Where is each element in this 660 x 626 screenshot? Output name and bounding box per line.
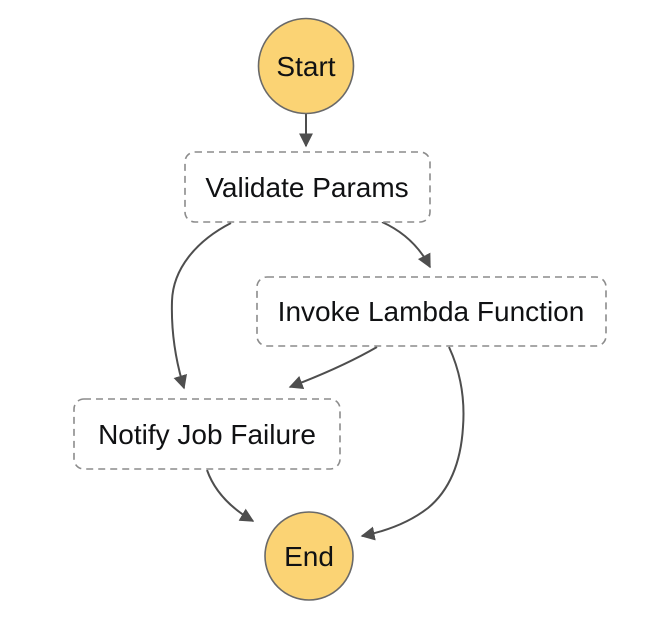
notify-job-failure-node-shape [73, 398, 341, 470]
edge-notify-job-failure-to-end [206, 469, 255, 522]
edge-validate-params-to-notify-job-failure [170, 222, 232, 390]
edge-invoke-lambda-function-to-notify-job-failure [288, 346, 378, 390]
end-node-shape [264, 511, 354, 601]
edge-validate-params-to-invoke-lambda-function [381, 221, 431, 269]
invoke-lambda-function-node: Invoke Lambda Function [256, 276, 607, 347]
validate-params-node: Validate Params [184, 151, 431, 223]
notify-job-failure-node-label: Notify Job Failure [98, 419, 316, 450]
edge-invoke-lambda-function-to-end [360, 346, 465, 541]
validate-params-node-shape [184, 151, 431, 223]
edges [170, 114, 465, 541]
end-node: End [264, 511, 354, 601]
start-node-shape [257, 17, 355, 115]
validate-params-node-label: Validate Params [205, 172, 408, 203]
start-node: Start [257, 17, 355, 115]
end-node-label: End [284, 541, 334, 572]
start-node-label: Start [276, 51, 335, 82]
notify-job-failure-node: Notify Job Failure [73, 398, 341, 470]
invoke-lambda-function-node-label: Invoke Lambda Function [278, 296, 585, 327]
invoke-lambda-function-node-shape [256, 276, 607, 347]
